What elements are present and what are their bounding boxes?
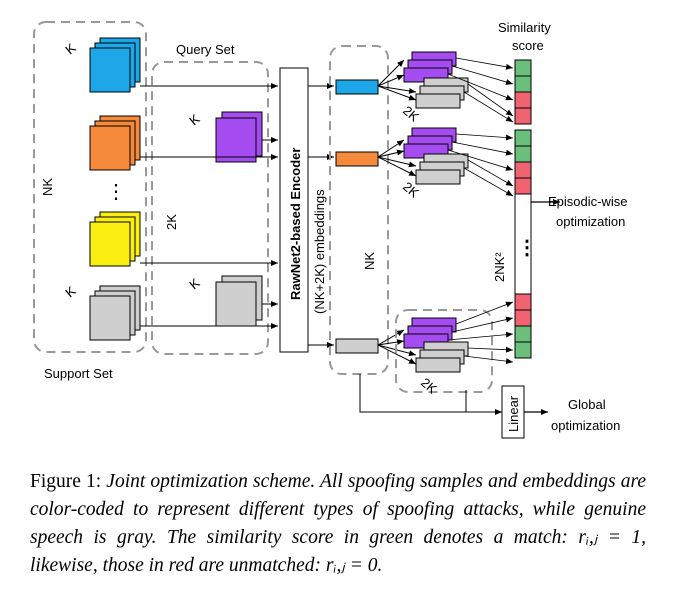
- vdots-support: ⋮: [106, 181, 126, 203]
- k-label-query-bottom: K: [186, 275, 203, 292]
- global-label-line1: Global: [568, 397, 606, 412]
- similarity-score-column: [514, 59, 532, 359]
- embedding-gray: [335, 338, 379, 354]
- embeddings-label: (NK+2K) embeddings: [312, 189, 327, 314]
- support-set-box: [33, 21, 147, 353]
- pair-group-3: [377, 317, 469, 373]
- pair-group-1: [377, 51, 469, 109]
- k-label-support-bottom: K: [62, 283, 79, 300]
- support-sample-blue: [89, 37, 141, 93]
- query-set-box: [151, 61, 269, 355]
- query-set-label: Query Set: [176, 42, 235, 57]
- nk-label-embeddings: NK: [362, 252, 377, 270]
- episodic-label-line1: Episodic-wise: [548, 194, 627, 209]
- vdots-score: ⋮: [517, 237, 537, 259]
- joint-optimization-diagram: K K K K NK 2K ⋮ Support Set Query Set Ra…: [33, 20, 627, 439]
- global-label-line2: optimization: [551, 418, 620, 433]
- input-arrows: [140, 83, 278, 329]
- embedding-orange: [335, 151, 379, 167]
- caption-body: Joint optimization scheme. All spoofing …: [30, 471, 646, 576]
- query-sample-gray: [215, 275, 263, 327]
- figure-caption: Figure 1: Joint optimization scheme. All…: [30, 468, 646, 580]
- twok-label-query: 2K: [164, 214, 179, 230]
- caption-lead: Figure 1:: [30, 471, 107, 492]
- encoder-box: [279, 67, 309, 353]
- embedding-blue: [335, 79, 379, 95]
- support-sample-orange: [89, 115, 141, 171]
- pair-group-2: [377, 127, 469, 185]
- pair-group-3-box: [395, 309, 493, 393]
- global-path: [359, 374, 502, 415]
- support-sample-yellow: [89, 211, 141, 267]
- linear-label: Linear: [506, 395, 521, 432]
- support-sample-gray: [89, 285, 141, 341]
- twok-label-pairs-3: 2K: [418, 375, 440, 397]
- k-label-support-top: K: [62, 40, 79, 57]
- k-label-query-top: K: [186, 111, 203, 128]
- similarity-label-line1: Similarity: [498, 20, 551, 35]
- query-sample-purple: [215, 111, 263, 163]
- episodic-label-line2: optimization: [556, 214, 625, 229]
- encoder-label: RawNet2-based Encoder: [288, 148, 303, 300]
- similarity-label-line2: score: [512, 38, 544, 53]
- pair-to-score-arrows: [447, 57, 514, 365]
- nk2-label: 2NK²: [492, 252, 507, 282]
- support-set-label: Support Set: [44, 366, 113, 381]
- embeddings-box: [329, 45, 389, 375]
- nk-label-support: NK: [40, 178, 55, 196]
